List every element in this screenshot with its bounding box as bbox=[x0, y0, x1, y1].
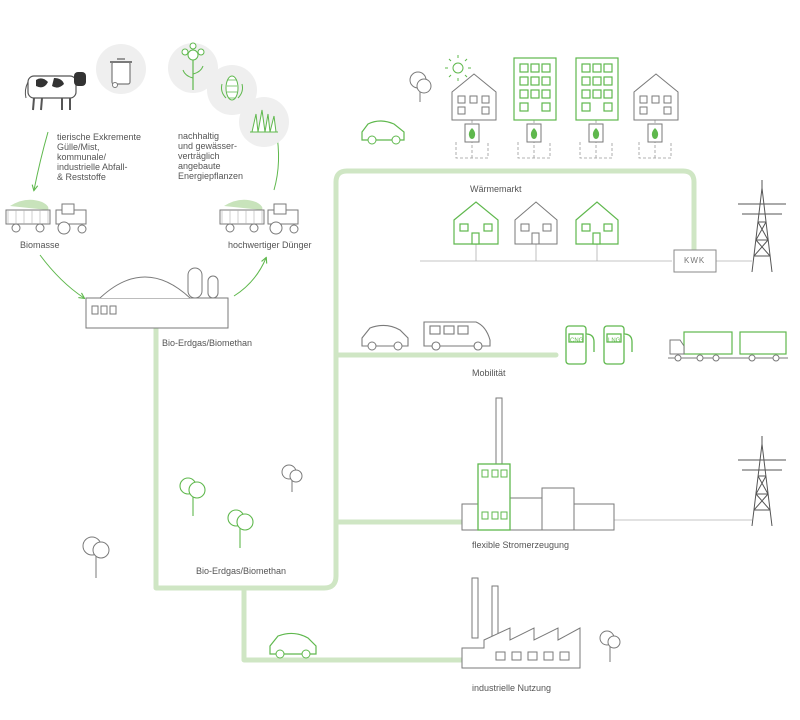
house-icon bbox=[633, 73, 679, 121]
car-icon bbox=[269, 632, 317, 659]
tree-icon bbox=[227, 509, 254, 548]
flame-icon bbox=[464, 123, 480, 143]
heat-connectors bbox=[455, 120, 672, 159]
tractor-left-icon bbox=[5, 199, 87, 235]
lng-label: LNG bbox=[608, 338, 621, 344]
waermemarkt-label: Wärmemarkt bbox=[470, 184, 522, 194]
grid-lines bbox=[420, 244, 752, 521]
house-icon bbox=[453, 201, 499, 245]
cow-icon bbox=[24, 72, 86, 111]
energy-crops-label: nachhaltig und gewässer- verträglich ang… bbox=[178, 131, 244, 181]
house-icon bbox=[514, 201, 558, 245]
factory-icon bbox=[461, 577, 581, 669]
strom-label: flexible Stromerzeugung bbox=[472, 540, 570, 550]
kwk-box bbox=[673, 249, 717, 273]
duenger-label: hochwertiger Dünger bbox=[228, 240, 312, 250]
truck-icon bbox=[668, 331, 788, 362]
tractor-right-icon bbox=[219, 199, 299, 235]
cng-label: CNG bbox=[570, 338, 584, 344]
fuel-pump-icon bbox=[603, 325, 633, 365]
car-icon bbox=[361, 120, 405, 145]
power-pylon-icon bbox=[738, 180, 786, 273]
plant-output-label: Bio-Erdgas/Biomethan bbox=[162, 338, 253, 348]
apartment-icon bbox=[575, 57, 619, 121]
tree-icon bbox=[599, 630, 621, 662]
kwk-label: KWK bbox=[684, 256, 706, 265]
flame-icon bbox=[526, 123, 542, 143]
fuel-pump-icon bbox=[565, 325, 595, 365]
tree-icon bbox=[82, 536, 110, 578]
bin-icon bbox=[96, 44, 146, 94]
network-label: Bio-Erdgas/Biomethan bbox=[196, 566, 287, 576]
flower-icon bbox=[168, 42, 218, 93]
power-pylon-icon bbox=[738, 436, 786, 527]
flame-icon bbox=[588, 123, 604, 143]
biomasse-label: Biomasse bbox=[20, 240, 60, 250]
biogas-plant-icon bbox=[85, 267, 229, 329]
industrie-label: industrielle Nutzung bbox=[472, 683, 552, 693]
house-icon bbox=[451, 73, 497, 121]
flame-icon bbox=[647, 123, 663, 143]
sun-icon bbox=[445, 55, 471, 81]
source-label: tierische Exkremente Gülle/Mist, kommuna… bbox=[57, 132, 142, 182]
car-icon bbox=[361, 324, 409, 351]
power-plant-icon bbox=[461, 397, 615, 531]
gas-pipeline bbox=[153, 168, 697, 663]
grass-icon bbox=[239, 97, 289, 147]
van-icon bbox=[423, 321, 491, 351]
corn-icon bbox=[207, 65, 257, 115]
mobilitaet-label: Mobilität bbox=[472, 368, 506, 378]
house-icon bbox=[575, 201, 619, 245]
tree-icon bbox=[179, 477, 206, 516]
tree-icon bbox=[281, 464, 303, 492]
tree-icon bbox=[409, 71, 432, 102]
apartment-icon bbox=[513, 57, 557, 121]
